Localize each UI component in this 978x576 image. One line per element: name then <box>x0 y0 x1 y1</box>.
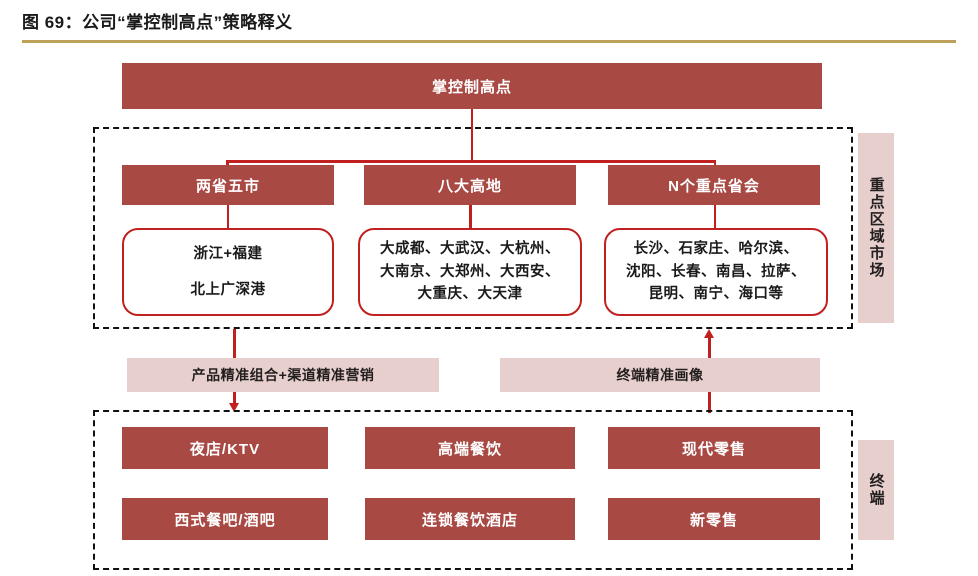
middle-band-label-1: 产品精准组合+渠道精准营销 <box>191 367 375 383</box>
pillar-header-box-2[interactable]: 八大高地 <box>364 165 576 205</box>
middle-band-box-1[interactable]: 产品精准组合+渠道精准营销 <box>127 358 439 392</box>
arrow-left-band-down-icon <box>228 403 239 412</box>
page-title: 图 69：公司“掌控制高点”策略释义 <box>22 13 293 32</box>
pillar-detail-line-2-2: 大南京、大郑州、大西安、 <box>380 263 560 280</box>
arrow-right-band-up-icon <box>703 329 714 338</box>
region-key-markets-side-label-text: 重点区域市场 <box>867 177 885 279</box>
root-node-label: 掌控制高点 <box>431 78 512 96</box>
terminal-label-r2c2: 连锁餐饮酒店 <box>421 511 518 529</box>
middle-band-box-2[interactable]: 终端精准画像 <box>500 358 820 392</box>
connector-right-band-out <box>708 391 711 413</box>
connector-pillar-1-to-detail <box>226 205 229 229</box>
pillar-detail-line-1-1: 浙江+福建 <box>193 245 263 262</box>
title-divider <box>22 40 956 43</box>
pillar-header-box-3[interactable]: N个重点省会 <box>608 165 820 205</box>
strategy-diagram: 掌控制高点 重点区域市场 两省五市 浙江+福建 北上广深港 八大高地 大成都、大… <box>0 50 978 576</box>
pillar-detail-line-2-1: 大成都、大武汉、大杭州、 <box>380 241 560 258</box>
terminal-box-r1c3[interactable]: 现代零售 <box>608 427 820 469</box>
region-key-markets-outline <box>93 127 853 329</box>
terminal-label-r1c1: 夜店/KTV <box>189 440 261 458</box>
connector-pillar-3-to-detail <box>713 205 716 229</box>
connector-left-band-in <box>233 329 236 358</box>
pillar-detail-box-3[interactable]: 长沙、石家庄、哈尔滨、 沈阳、长春、南昌、拉萨、 昆明、南宁、海口等 <box>604 228 828 316</box>
root-node-box[interactable]: 掌控制高点 <box>122 63 822 109</box>
middle-band-label-2: 终端精准画像 <box>616 367 704 383</box>
pillar-header-box-1[interactable]: 两省五市 <box>122 165 334 205</box>
pillar-header-label-2: 八大高地 <box>437 177 502 195</box>
terminal-box-r1c2[interactable]: 高端餐饮 <box>365 427 575 469</box>
pillar-header-label-1: 两省五市 <box>195 177 260 195</box>
pillar-detail-line-2-3: 大重庆、大天津 <box>417 286 523 303</box>
terminal-label-r2c3: 新零售 <box>689 511 738 529</box>
figure-title-bar: 图 69：公司“掌控制高点”策略释义 <box>22 10 956 46</box>
terminal-box-r1c1[interactable]: 夜店/KTV <box>122 427 328 469</box>
terminal-box-r2c2[interactable]: 连锁餐饮酒店 <box>365 498 575 540</box>
pillar-header-label-3: N个重点省会 <box>668 177 760 195</box>
pillar-detail-line-3-3: 昆明、南宁、海口等 <box>648 286 784 303</box>
pillar-detail-line-3-1: 长沙、石家庄、哈尔滨、 <box>633 241 799 258</box>
connector-root-stem <box>470 109 473 160</box>
region-terminals-side-label: 终端 <box>858 440 894 540</box>
pillar-detail-line-1-2: 北上广深港 <box>190 282 266 298</box>
region-terminals-outline <box>93 410 853 570</box>
terminal-label-r1c2: 高端餐饮 <box>437 440 502 458</box>
terminal-label-r1c3: 现代零售 <box>681 440 746 458</box>
connector-bus-horizontal <box>226 160 716 163</box>
pillar-detail-line-3-2: 沈阳、长春、南昌、拉萨、 <box>626 263 806 280</box>
terminal-label-r2c1: 西式餐吧/酒吧 <box>174 511 276 529</box>
region-terminals-side-label-text: 终端 <box>867 473 885 507</box>
connector-right-band-in <box>708 338 711 358</box>
connector-left-band-out <box>233 391 236 405</box>
terminal-box-r2c1[interactable]: 西式餐吧/酒吧 <box>122 498 328 540</box>
connector-pillar-2-to-detail <box>469 205 472 229</box>
terminal-box-r2c3[interactable]: 新零售 <box>608 498 820 540</box>
region-key-markets-side-label: 重点区域市场 <box>858 133 894 323</box>
pillar-detail-box-1[interactable]: 浙江+福建 北上广深港 <box>122 228 334 316</box>
pillar-detail-box-2[interactable]: 大成都、大武汉、大杭州、 大南京、大郑州、大西安、 大重庆、大天津 <box>358 228 582 316</box>
